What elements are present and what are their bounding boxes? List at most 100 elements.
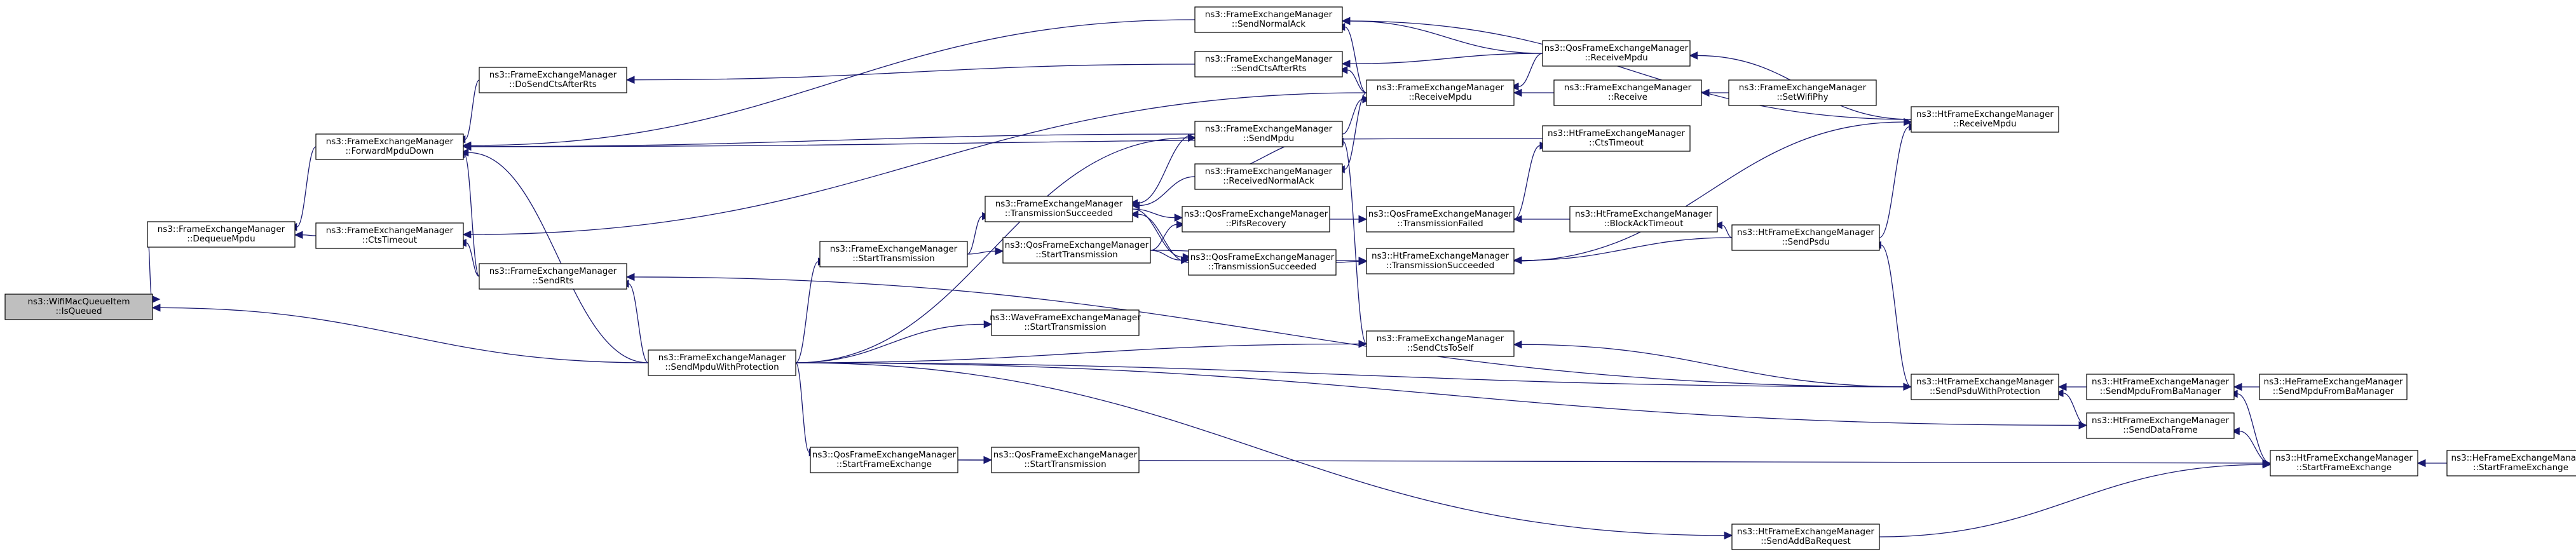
call-edge-n2-n15 [795, 320, 993, 363]
graph-node-n25[interactable]: ns3::FrameExchangeManager::Receive [1553, 79, 1702, 106]
graph-node-n21[interactable]: ns3::HtFrameExchangeManager::CtsTimeout [1542, 125, 1691, 152]
graph-node-n27[interactable]: ns3::HtFrameExchangeManager::BlockAckTim… [1569, 206, 1718, 233]
call-edge-n10-n6 [625, 64, 1196, 84]
node-label-line: ::ReceiveMpdu [1584, 53, 1647, 63]
node-label-line: ::SendRts [533, 276, 574, 286]
graph-node-n0[interactable]: ns3::WifiMacQueueItem::IsQueued [4, 294, 153, 320]
node-label-line: ns3::FrameExchangeManager [326, 226, 454, 236]
graph-node-n20[interactable]: ns3::QosFrameExchangeManager::ReceiveMpd… [1542, 40, 1691, 67]
call-edge-n30-n23 [1513, 237, 1733, 264]
graph-node-n13[interactable]: ns3::FrameExchangeManager::TransmissionS… [985, 196, 1133, 222]
node-label-line: ::TransmissionFailed [1397, 219, 1483, 229]
call-edge-n2-n3 [460, 148, 649, 363]
arrowhead [460, 148, 469, 157]
arrowhead [1724, 531, 1733, 540]
graph-node-n5[interactable]: ns3::FrameExchangeManager::SendRts [479, 263, 627, 290]
arrowhead [1174, 213, 1183, 222]
node-box [1366, 79, 1515, 106]
graph-node-n12[interactable]: ns3::FrameExchangeManager::ReceivedNorma… [1194, 163, 1343, 190]
arrowhead [462, 230, 472, 239]
call-edge-n25-n19 [1513, 88, 1554, 97]
node-label-line: ns3::HtFrameExchangeManager [2092, 416, 2229, 426]
arrowhead [2057, 382, 2067, 391]
node-label-line: ns3::FrameExchangeManager [489, 266, 617, 276]
graph-node-n1[interactable]: ns3::FrameExchangeManager::DequeueMpdu [147, 221, 296, 248]
node-box [4, 294, 153, 320]
graph-node-n34[interactable]: ns3::HtFrameExchangeManager::StartFrameE… [2270, 450, 2418, 476]
graph-node-n4[interactable]: ns3::FrameExchangeManager::CtsTimeout [315, 222, 464, 249]
node-label-line: ns3::HeFrameExchangeManager [2264, 377, 2403, 387]
edge-line [1349, 53, 1543, 65]
arrowhead [1904, 118, 1912, 126]
graph-node-n11[interactable]: ns3::FrameExchangeManager::SendMpdu [1194, 121, 1343, 147]
graph-node-n7[interactable]: ns3::FrameExchangeManager::StartTransmis… [819, 241, 968, 267]
node-label-line: ::StartTransmission [1024, 322, 1106, 332]
graph-node-n28[interactable]: ns3::HtFrameExchangeManager::SendAddBaRe… [1731, 524, 1880, 550]
node-label-line: ns3::FrameExchangeManager [1377, 83, 1504, 93]
call-edge-n36-n34 [2416, 459, 2447, 468]
graph-node-n29[interactable]: ns3::HtFrameExchangeManager::ReceiveMpdu [1911, 106, 2059, 133]
node-box [1188, 249, 1337, 276]
graph-node-n17[interactable]: ns3::QosFrameExchangeManager::PifsRecove… [1182, 206, 1330, 233]
edge-line [1879, 464, 2263, 537]
node-label-line: ns3::QosFrameExchangeManager [993, 450, 1138, 460]
arrowhead [1903, 382, 1912, 391]
arrowhead [1513, 341, 1522, 349]
graph-node-n36[interactable]: ns3::HeFrameExchangeManager::StartFrameE… [2446, 450, 2576, 476]
edge-line [795, 362, 1904, 388]
node-label-line: ns3::FrameExchangeManager [1205, 124, 1333, 134]
node-label-line: ns3::HtFrameExchangeManager [1916, 109, 2054, 119]
edge-line [468, 152, 649, 363]
node-box [991, 309, 1140, 336]
node-box [1731, 524, 1880, 550]
arrowhead [1358, 215, 1368, 224]
node-label-line: ::StartTransmission [852, 253, 934, 264]
graph-node-n24[interactable]: ns3::FrameExchangeManager::SendCtsToSelf [1366, 330, 1515, 357]
node-label-line: ns3::QosFrameExchangeManager [1184, 209, 1328, 219]
edge-line [463, 154, 480, 277]
edge-line [465, 79, 480, 140]
graph-node-n8[interactable]: ns3::QosFrameExchangeManager::StartFrame… [810, 447, 958, 473]
graph-node-n10[interactable]: ns3::FrameExchangeManager::SendCtsAfterR… [1194, 51, 1343, 78]
graph-node-n14[interactable]: ns3::QosFrameExchangeManager::StartTrans… [1002, 237, 1151, 264]
node-label-line: ns3::HtFrameExchangeManager [1916, 377, 2054, 387]
graph-node-n15[interactable]: ns3::WaveFrameExchangeManager::StartTran… [990, 309, 1141, 336]
graph-node-n23[interactable]: ns3::HtFrameExchangeManager::Transmissio… [1366, 248, 1515, 274]
graph-node-n18[interactable]: ns3::QosFrameExchangeManager::Transmissi… [1188, 249, 1337, 276]
graph-node-n3[interactable]: ns3::FrameExchangeManager::ForwardMpduDo… [315, 133, 464, 160]
node-label-line: ::SendNormalAck [1232, 19, 1305, 29]
node-label-line: ns3::FrameExchangeManager [489, 70, 617, 80]
node-label-line: ::StartFrameExchange [2473, 463, 2568, 473]
call-edge-n32-n31 [2057, 382, 2087, 391]
graph-node-n9[interactable]: ns3::FrameExchangeManager::SendNormalAck [1194, 6, 1343, 33]
graph-node-n2[interactable]: ns3::FrameExchangeManager::SendMpduWithP… [648, 349, 796, 376]
call-edge-n26-n25 [1700, 88, 1729, 97]
call-edge-n22-n21 [1513, 142, 1549, 220]
edge-line [1335, 260, 1360, 263]
graph-node-n31[interactable]: ns3::HtFrameExchangeManager::SendPsduWit… [1911, 374, 2059, 400]
node-label-line: ns3::HtFrameExchangeManager [2092, 377, 2229, 387]
arrowhead [1131, 201, 1140, 210]
call-edge-n2-n28 [795, 362, 1733, 540]
edge-line [1349, 20, 1912, 120]
graph-node-n26[interactable]: ns3::FrameExchangeManager::SetWifiPhy [1728, 79, 1877, 106]
graph-node-n35[interactable]: ns3::HeFrameExchangeManager::SendMpduFro… [2259, 374, 2408, 400]
node-box [315, 222, 464, 249]
edge-line [1132, 208, 1175, 219]
graph-node-n30[interactable]: ns3::HtFrameExchangeManager::SendPsdu [1731, 224, 1880, 251]
graph-node-n32[interactable]: ns3::HtFrameExchangeManager::SendMpduFro… [2086, 374, 2235, 400]
call-edge-n20-n19 [1509, 53, 1543, 91]
graph-node-n19[interactable]: ns3::FrameExchangeManager::ReceiveMpdu [1366, 79, 1515, 106]
node-label-line: ns3::HtFrameExchangeManager [1372, 251, 1509, 261]
graph-node-n16[interactable]: ns3::QosFrameExchangeManager::StartTrans… [991, 447, 1140, 473]
call-edge-n34-n32 [2228, 389, 2271, 464]
call-edge-n3-n1 [288, 146, 317, 231]
graph-node-n6[interactable]: ns3::FrameExchangeManager::DoSendCtsAfte… [479, 67, 627, 93]
node-label-line: ::SendPsdu [1782, 237, 1829, 247]
node-label-line: ::DoSendCtsAfterRts [509, 79, 597, 90]
graph-node-n33[interactable]: ns3::HtFrameExchangeManager::SendDataFra… [2086, 412, 2235, 439]
edge-line [1722, 224, 1733, 238]
node-box [147, 221, 296, 248]
arrowhead [151, 304, 161, 312]
graph-node-n22[interactable]: ns3::QosFrameExchangeManager::Transmissi… [1366, 206, 1515, 233]
